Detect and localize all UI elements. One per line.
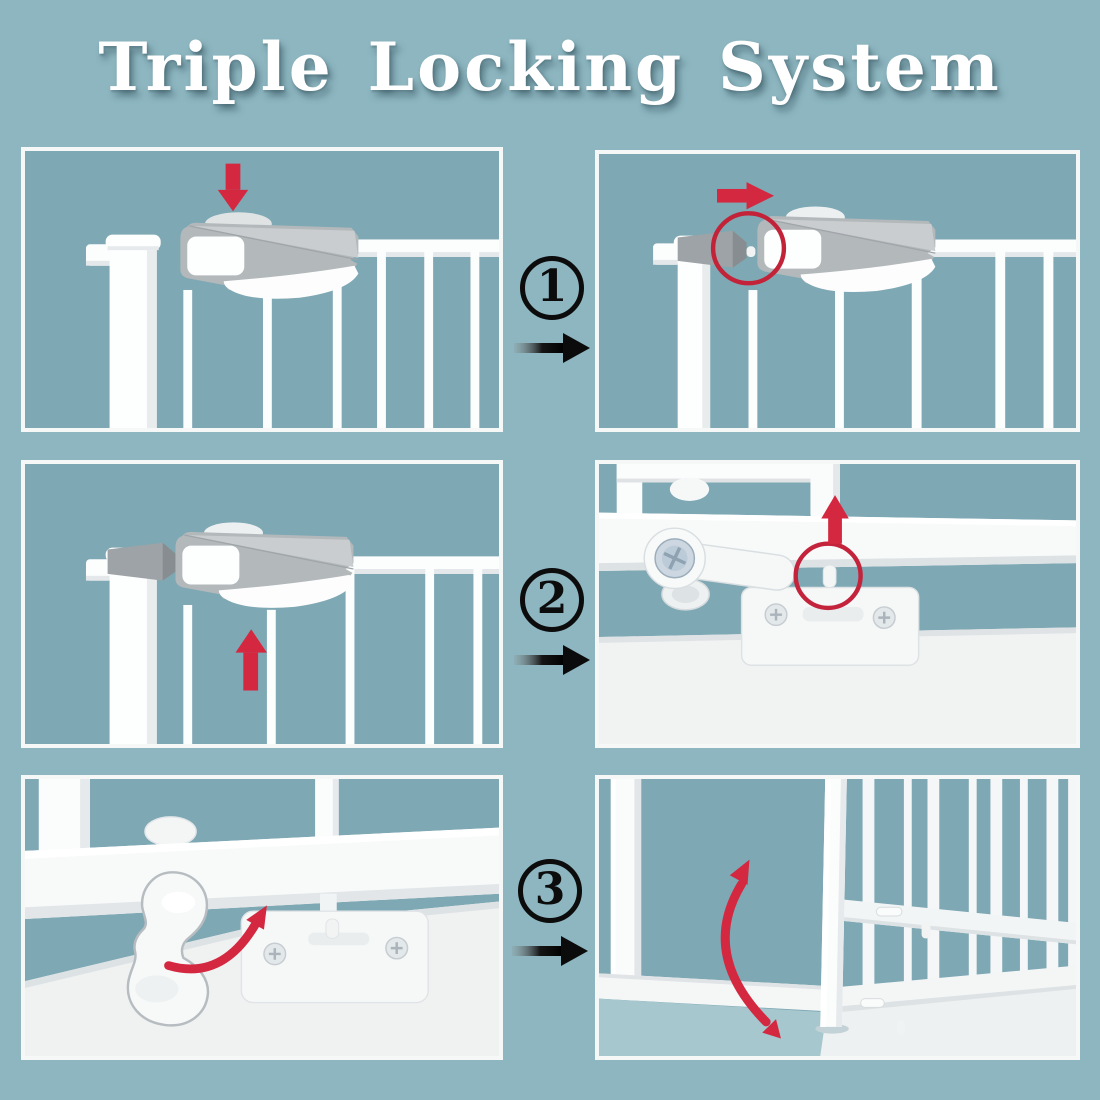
illustration-gate-swings-open [599, 779, 1076, 1056]
gate-rail-and-bars [183, 239, 499, 428]
panel-step2-before [21, 460, 503, 748]
gate-door-stile [815, 779, 849, 1034]
illustration-top-latch-slide-right [653, 182, 1076, 428]
floor-mount-plate [740, 586, 920, 666]
step-marker-2: 2 [510, 568, 594, 675]
wall-mount-post [85, 234, 161, 428]
step-2-number: 2 [536, 573, 568, 624]
gate-rail-and-bars [183, 556, 499, 744]
release-lever [643, 527, 796, 611]
panel-step3-before [21, 775, 503, 1060]
photo-bottom-latch-pin [599, 464, 1076, 744]
latch-catch-bracket [107, 542, 186, 581]
panel-step1-before [21, 147, 503, 432]
illustration-top-latch-lift-up [85, 522, 499, 744]
red-up-arrow-icon [821, 495, 849, 544]
latch-handle [180, 212, 359, 299]
wall-mount-post [653, 235, 715, 428]
step-marker-1: 1 [510, 256, 594, 363]
panel-step3-after [595, 775, 1080, 1060]
red-curved-arrow-icon [164, 905, 267, 974]
step-1-number-badge: 1 [520, 256, 584, 320]
gate-bottom-rail [25, 827, 499, 919]
gate-door-bars [862, 779, 1076, 999]
floor [599, 973, 1076, 1056]
photo-bottom-lever-rotate [25, 779, 499, 1056]
wall-post [610, 779, 642, 980]
red-highlight-circle-icon [793, 541, 863, 611]
floor-mount-plate [240, 910, 429, 1004]
latch-handle [757, 206, 936, 292]
red-right-arrow-icon [717, 182, 775, 210]
release-lever-knob [126, 871, 210, 1027]
panel-step2-after [595, 460, 1080, 748]
red-down-arrow-icon [217, 163, 249, 212]
locking-pin [325, 918, 340, 939]
red-double-curved-arrow-icon [720, 859, 781, 1039]
red-up-arrow-icon [235, 629, 267, 691]
locking-pin [822, 564, 837, 588]
illustration-top-latch-press-down [85, 163, 499, 428]
red-highlight-circle-icon [710, 211, 787, 286]
step-2-black-arrow-icon [514, 645, 590, 675]
step-1-number: 1 [536, 261, 568, 312]
step-marker-3: 3 [508, 859, 592, 966]
page-title: Triple Locking System [98, 28, 1002, 106]
step-3-black-arrow-icon [512, 936, 588, 966]
gate-door-bottom-rail [838, 965, 1076, 1035]
step-1-black-arrow-icon [514, 333, 590, 363]
step-3-number-badge: 3 [518, 859, 582, 923]
step-2-number-badge: 2 [520, 568, 584, 632]
gate-rail-and-bars [748, 239, 1076, 428]
gate-door-mid-rail [842, 899, 1076, 945]
latch-handle [175, 522, 354, 608]
step-3-number: 3 [534, 864, 566, 915]
panel-step1-after [595, 150, 1080, 432]
